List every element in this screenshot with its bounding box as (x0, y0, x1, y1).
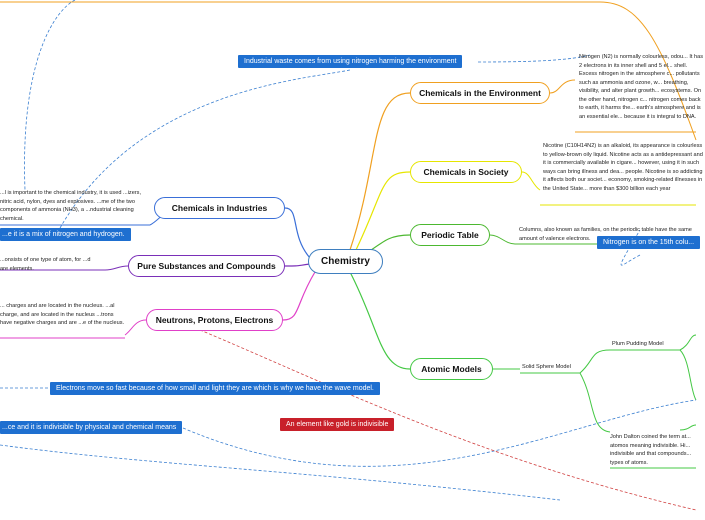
callout-gold-indivisible[interactable]: An element like gold is indivisible (280, 418, 395, 431)
branch-environment (349, 92, 411, 251)
branch-society (354, 171, 411, 253)
central-topic[interactable]: Chemistry (308, 249, 383, 274)
solid-to-plum (579, 349, 611, 374)
relation-dashed-1 (24, 0, 76, 191)
callout-indivisible[interactable]: ...ce and it is indivisible by physical … (0, 421, 183, 434)
note-industries: ...l is important to the chemical indust… (0, 190, 142, 222)
note-dalton: John Dalton coined the term at... atomos… (610, 434, 692, 466)
callout-industrial-waste[interactable]: Industrial waste comes from using nitrog… (238, 55, 463, 68)
subatomic-to-note (124, 319, 147, 336)
solid-to-dalton (579, 372, 611, 433)
topic-chemicals-in-industries[interactable]: Chemicals in Industries (154, 197, 285, 219)
branch-industries (284, 207, 311, 259)
callout-nitrogen-15th-column[interactable]: Nitrogen is on the 15th colu... (597, 236, 701, 249)
branch-pure (284, 263, 311, 267)
topic-neutrons-protons-electrons[interactable]: Neutrons, Protons, Electrons (146, 309, 283, 331)
callout-mix-nitrogen-hydrogen[interactable]: ...e it is a mix of nitrogen and hydroge… (0, 228, 131, 241)
pure-to-note (104, 265, 129, 271)
note-subatomic: ... charges and are located in the nucle… (0, 303, 125, 326)
topic-chemicals-in-environment[interactable]: Chemicals in the Environment (410, 82, 550, 104)
note-periodic: Columns, also known as families, on the … (519, 227, 692, 242)
note-pure: ...onsists of one type of atom, for ...d… (0, 257, 91, 272)
top-orange-line (0, 1, 697, 141)
leaf-solid-sphere-model[interactable]: Solid Sphere Model (522, 364, 571, 370)
branch-atomic (349, 271, 411, 370)
topic-atomic-models[interactable]: Atomic Models (410, 358, 493, 380)
callout-electrons-move[interactable]: Electrons move so fast because of how sm… (50, 382, 380, 395)
topic-periodic-table[interactable]: Periodic Table (410, 224, 490, 246)
relation-dashed-3 (477, 54, 591, 63)
topic-pure-substances-and-compounds[interactable]: Pure Substances and Compounds (128, 255, 285, 277)
leaf-plum-pudding-model[interactable]: Plum Pudding Model (612, 341, 664, 347)
relation-dashed-red (199, 329, 697, 511)
topic-chemicals-in-society[interactable]: Chemicals in Society (410, 161, 522, 183)
relation-dashed-6 (182, 399, 697, 467)
society-to-note (521, 171, 541, 191)
relation-dashed-7 (0, 444, 561, 501)
note-society: Nicotine (C10H14N2) is an alkaloid, its … (543, 143, 703, 192)
relation-dashed-2 (59, 69, 351, 229)
note-environment: Nitrogen (N2) is normally colourless, od… (579, 54, 704, 120)
periodic-to-note (489, 234, 516, 245)
env-to-note (549, 79, 576, 94)
branch-subatomic (282, 271, 316, 321)
